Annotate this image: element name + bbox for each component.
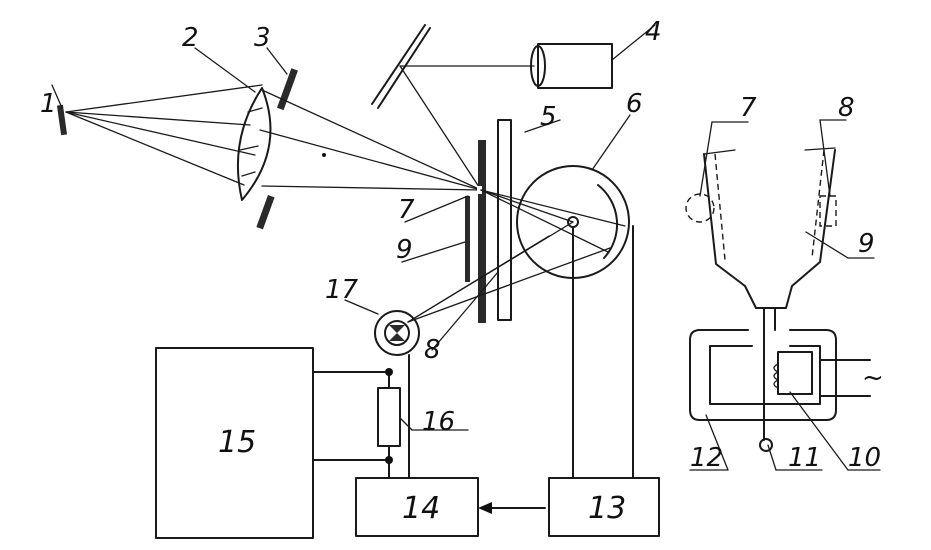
label-5: 5	[540, 102, 557, 132]
aperture-3	[256, 68, 298, 230]
input-rays	[65, 84, 263, 186]
detail-drive	[685, 147, 871, 452]
label-1: 1	[40, 89, 57, 119]
eyepiece-4	[530, 24, 656, 89]
drum-6	[480, 165, 630, 279]
detail-label-9: 9	[858, 229, 875, 259]
detail-label-8: 8	[838, 93, 855, 123]
leader-lines	[51, 47, 631, 431]
lens-2	[236, 87, 272, 201]
plates	[465, 119, 512, 323]
focus-rays	[259, 89, 482, 191]
block-13-label: 13	[588, 491, 626, 526]
detail-label-10: 10	[848, 443, 881, 473]
label-16: 16	[422, 407, 455, 437]
return-rays	[407, 221, 611, 323]
photodetector-17	[374, 310, 420, 356]
detail-label-7: 7	[740, 93, 757, 123]
object-1	[56, 104, 68, 136]
detail-label-12: 12	[690, 443, 723, 473]
block-14	[355, 477, 479, 537]
resistor-16	[377, 387, 401, 447]
block-14-label: 14	[402, 491, 440, 526]
label-17: 17	[325, 275, 359, 305]
label-9: 9	[396, 235, 413, 265]
label-2: 2	[182, 23, 199, 53]
detail-leaders	[689, 119, 881, 471]
label-6: 6	[626, 89, 643, 119]
detail-label-11: 11	[788, 443, 821, 473]
wiring	[312, 225, 634, 514]
label-3: 3	[254, 23, 271, 53]
mirror	[371, 24, 535, 191]
label-7: 7	[398, 195, 415, 225]
block-15	[155, 347, 314, 539]
label-8: 8	[424, 335, 441, 365]
label-4: 4	[645, 17, 662, 47]
ac-source-symbol: ~	[862, 363, 884, 393]
block-13	[548, 477, 660, 537]
block-15-label: 15	[218, 425, 256, 460]
